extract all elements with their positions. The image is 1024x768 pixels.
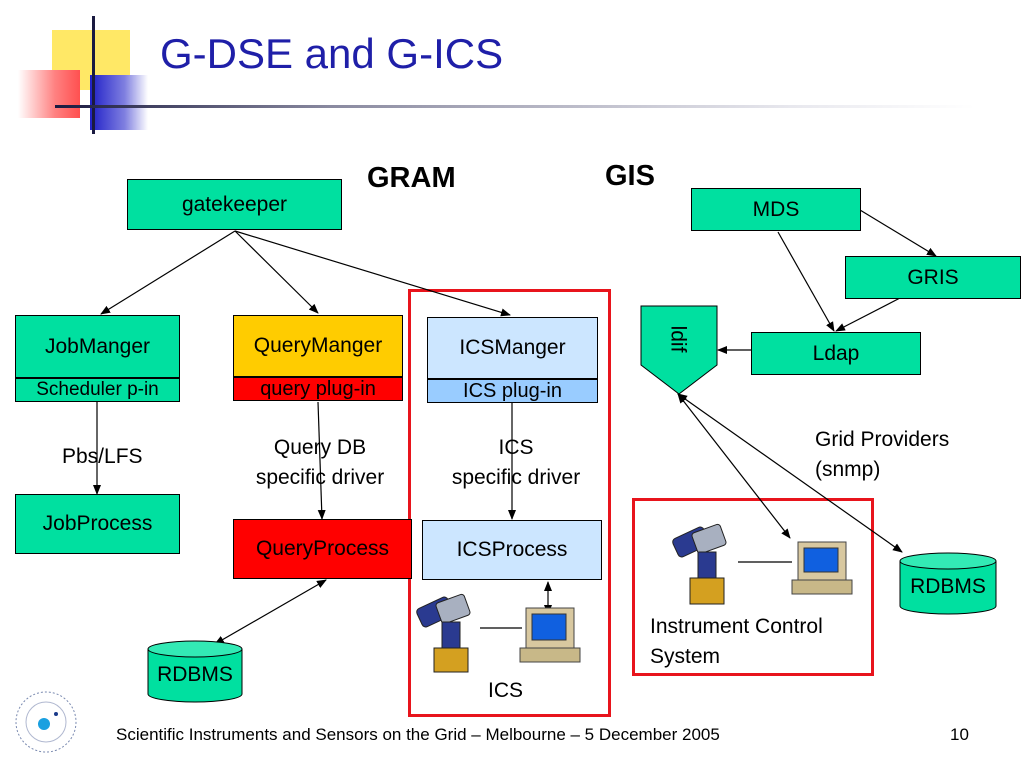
pbs-lfs-label: Pbs/LFS — [62, 445, 143, 468]
arrow-gatekeeper-jobmanager — [100, 230, 236, 315]
ldap-box: Ldap — [751, 332, 921, 375]
telescope-icon — [414, 592, 480, 674]
query-db-driver-label: Query DB specific driver — [255, 436, 385, 489]
arrow-mds-gris — [859, 209, 937, 257]
ics-label: ICS — [488, 679, 524, 702]
computer-icon — [518, 606, 588, 664]
grid-providers-label: Grid Providers (snmp) — [815, 428, 950, 481]
arrow-ldif-rdbms — [677, 393, 903, 553]
arrow-gris-ldap — [835, 297, 901, 332]
gram-heading: GRAM — [367, 162, 456, 194]
job-process-box: JobProcess — [15, 494, 180, 554]
mds-box: MDS — [691, 188, 861, 231]
telescope-icon — [670, 522, 740, 606]
query-process-box: QueryProcess — [233, 519, 412, 579]
page-number: 10 — [950, 725, 969, 744]
rdbms-right-label: RDBMS — [910, 575, 986, 598]
computer-icon — [790, 540, 860, 596]
job-manager-box: JobManger — [15, 315, 180, 378]
slide-title: G-DSE and G-ICS — [160, 30, 504, 77]
rdbms-right-database-icon: RDBMS — [899, 552, 997, 616]
gis-heading: GIS — [605, 160, 655, 192]
ics-driver-label: ICS specific driver — [451, 436, 581, 489]
instrument-control-system-label: Instrument Control System — [650, 615, 823, 668]
scheduler-plugin-box: Scheduler p-in — [15, 378, 180, 402]
inaf-logo — [12, 688, 80, 756]
arrow-gatekeeper-querymanager — [234, 230, 319, 314]
arrow-ldif-instrument — [677, 393, 791, 539]
ics-plugin-box: ICS plug-in — [427, 379, 598, 403]
rdbms-left-database-icon: RDBMS — [147, 640, 243, 704]
ics-frame — [408, 289, 611, 717]
query-plugin-box: query plug-in — [233, 377, 403, 401]
rdbms-left-label: RDBMS — [157, 663, 233, 686]
ics-process-box: ICSProcess — [422, 520, 602, 580]
arrow-querymanager-queryprocess — [317, 401, 326, 520]
query-manager-box: QueryManger — [233, 315, 403, 377]
arrow-queryprocess-rdbms — [214, 579, 327, 645]
gatekeeper-box: gatekeeper — [127, 179, 342, 230]
arrow-gatekeeper-icsmanager — [234, 230, 511, 317]
ldif-label: ldif — [666, 325, 690, 353]
ics-manager-box: ICSManger — [427, 317, 598, 379]
gris-box: GRIS — [845, 256, 1021, 299]
ldif-shape: ldif — [640, 305, 718, 395]
footer-text: Scientific Instruments and Sensors on th… — [116, 725, 720, 744]
arrow-mds-ldap — [777, 231, 835, 332]
